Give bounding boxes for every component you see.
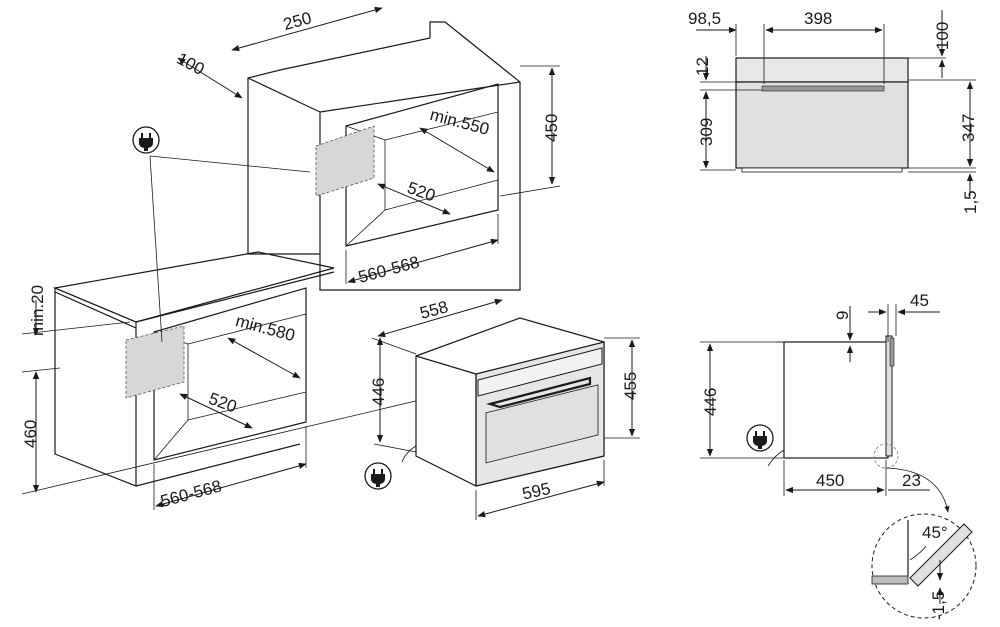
- plug-callout: [132, 126, 311, 343]
- plug-icon: [746, 424, 774, 452]
- dim-front-top-gap: 100: [933, 22, 952, 50]
- plug-icon: [364, 462, 392, 490]
- dim-upper-depth-min: min.550: [428, 105, 491, 139]
- upper-cabinet: [247, 21, 521, 291]
- dim-upper-depth: 250: [281, 8, 313, 34]
- dim-side-depth: 450: [816, 471, 844, 490]
- dim-side-height: 446: [701, 388, 720, 416]
- dim-oven-depth: 558: [418, 297, 450, 323]
- dim-lower-height: 460: [21, 420, 40, 448]
- front-view-dimensions: 98,5 398 100 12 309 347 1,5: [688, 9, 980, 214]
- dim-side-front: 45: [910, 291, 929, 310]
- dim-front-total: 347: [959, 114, 978, 142]
- detail-view: 45° -1,5: [871, 467, 977, 620]
- dim-oven-width: 595: [521, 479, 553, 503]
- lower-dimensions: min.20 460 min.580 520 560-568: [21, 285, 421, 511]
- dim-upper-width: 560-568: [356, 252, 421, 287]
- dim-front-left: 98,5: [688, 9, 721, 28]
- dim-lower-inner: 520: [206, 389, 239, 417]
- dim-upper-inner: 520: [405, 178, 438, 206]
- dim-side-detail: 23: [902, 471, 921, 490]
- dim-front-top: 12: [693, 57, 712, 76]
- dim-lower-depth-min: min.580: [234, 311, 297, 345]
- side-view-dimensions: 9 45 446 450 23: [700, 291, 940, 496]
- front-view: [735, 57, 909, 173]
- power-zone-lower: [125, 325, 185, 399]
- dim-detail-offset: -1,5: [929, 591, 948, 620]
- dim-lower-width: 560-568: [158, 476, 223, 511]
- dim-side-gap: 9: [833, 311, 852, 320]
- power-zone-upper: [315, 125, 375, 197]
- dim-detail-angle: 45°: [922, 523, 948, 542]
- side-view: [746, 335, 899, 469]
- oven-isometric: [364, 317, 605, 490]
- lower-cabinet: [52, 251, 335, 487]
- dim-upper-offset: 100: [174, 49, 208, 79]
- dim-lower-min-gap: min.20: [28, 285, 47, 336]
- dim-front-handle: 398: [804, 9, 832, 28]
- plug-icon: [132, 126, 160, 154]
- dim-front-bottom: 1,5: [961, 190, 980, 214]
- oven-dimensions: 558 446 455 595: [369, 297, 640, 520]
- dim-oven-total-height: 455: [621, 372, 640, 400]
- dim-oven-front-height: 446: [369, 378, 388, 406]
- dim-front-body: 309: [697, 118, 716, 146]
- dim-upper-height: 450: [542, 114, 561, 142]
